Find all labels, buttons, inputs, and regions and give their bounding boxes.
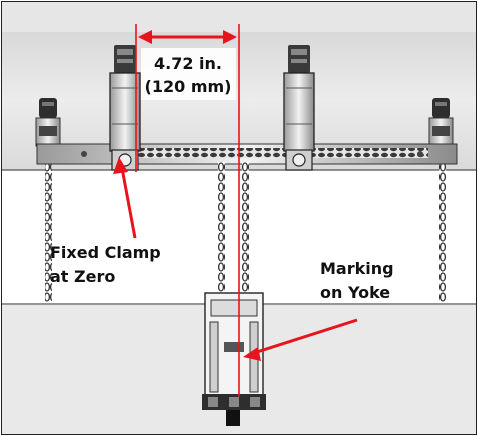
fixed-clamp-label-line2: at Zero bbox=[50, 267, 115, 286]
dimension-arrow-icon bbox=[138, 30, 237, 44]
yoke-pointer-arrow-icon bbox=[243, 318, 358, 361]
pointer-arrow-icon bbox=[113, 157, 137, 239]
center-chain-left bbox=[218, 162, 225, 332]
fixed-clamp-label-line1: Fixed Clamp bbox=[50, 243, 161, 262]
yoke-marking-label-line1: Marking bbox=[320, 259, 394, 278]
dimension-inches: 4.72 in. bbox=[154, 54, 222, 73]
right-side-chain bbox=[439, 152, 446, 302]
right-end-clamp bbox=[428, 98, 454, 147]
left-side-chain bbox=[45, 152, 52, 302]
yoke-marking-label-line2: on Yoke bbox=[320, 283, 390, 302]
movable-clamp bbox=[283, 45, 315, 171]
dimension-label-box bbox=[141, 48, 236, 100]
left-end-clamp bbox=[35, 98, 61, 147]
clamp-rail bbox=[36, 143, 458, 165]
center-chain-right bbox=[242, 162, 249, 332]
dimension-millimeters: (120 mm) bbox=[145, 77, 232, 96]
